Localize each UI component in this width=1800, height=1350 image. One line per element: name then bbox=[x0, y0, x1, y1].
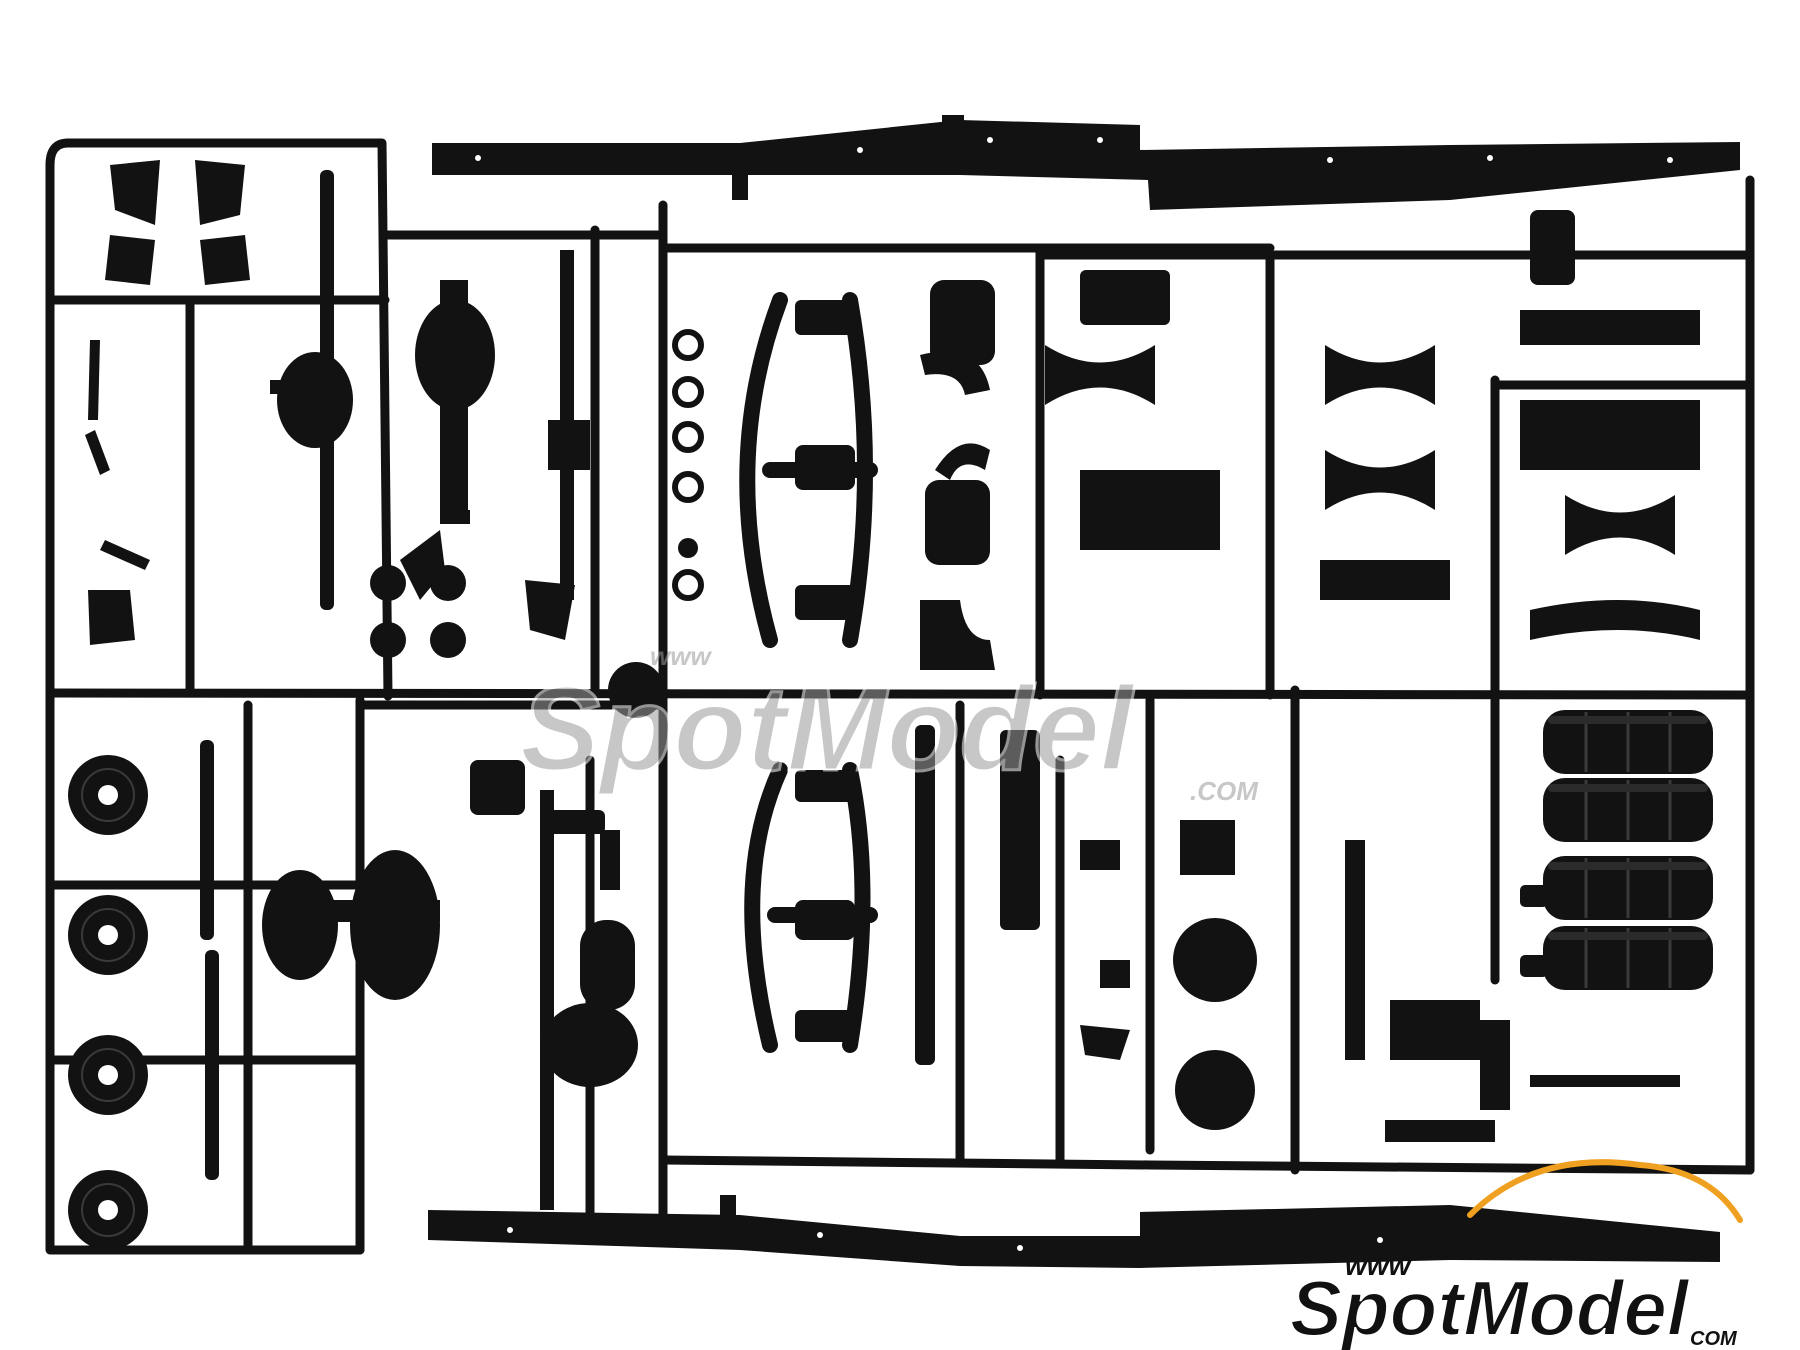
logo-suffix: COM bbox=[1690, 1328, 1738, 1350]
center-watermark: www SpotModel .COM bbox=[519, 641, 1260, 806]
watermark-www: www bbox=[650, 641, 712, 671]
tank-parts bbox=[1541, 708, 1715, 992]
upper-middle-parts bbox=[920, 210, 1700, 670]
chassis-rail-top bbox=[432, 115, 1740, 210]
leaf-spring-top-fittings bbox=[795, 300, 855, 620]
logo-www: www bbox=[1345, 1250, 1413, 1281]
chassis-rail-bottom bbox=[428, 1195, 1720, 1268]
tank-fittings bbox=[1520, 885, 1680, 1087]
logo-brand: SpotModel bbox=[1290, 1264, 1690, 1350]
leaf-spring-bottom-fittings bbox=[795, 725, 1040, 1065]
sprue-runners bbox=[45, 138, 1755, 1255]
wheel-parts bbox=[67, 754, 149, 1251]
ring-parts bbox=[675, 332, 701, 598]
watermark-brand: SpotModel bbox=[520, 662, 1136, 796]
upper-left-parts bbox=[85, 160, 664, 718]
car-silhouette-icon bbox=[1467, 1159, 1743, 1223]
watermark-suffix: .COM bbox=[1190, 776, 1259, 806]
lower-left-parts bbox=[200, 740, 638, 1210]
brand-logo: www SpotModel COM bbox=[1289, 1159, 1743, 1350]
